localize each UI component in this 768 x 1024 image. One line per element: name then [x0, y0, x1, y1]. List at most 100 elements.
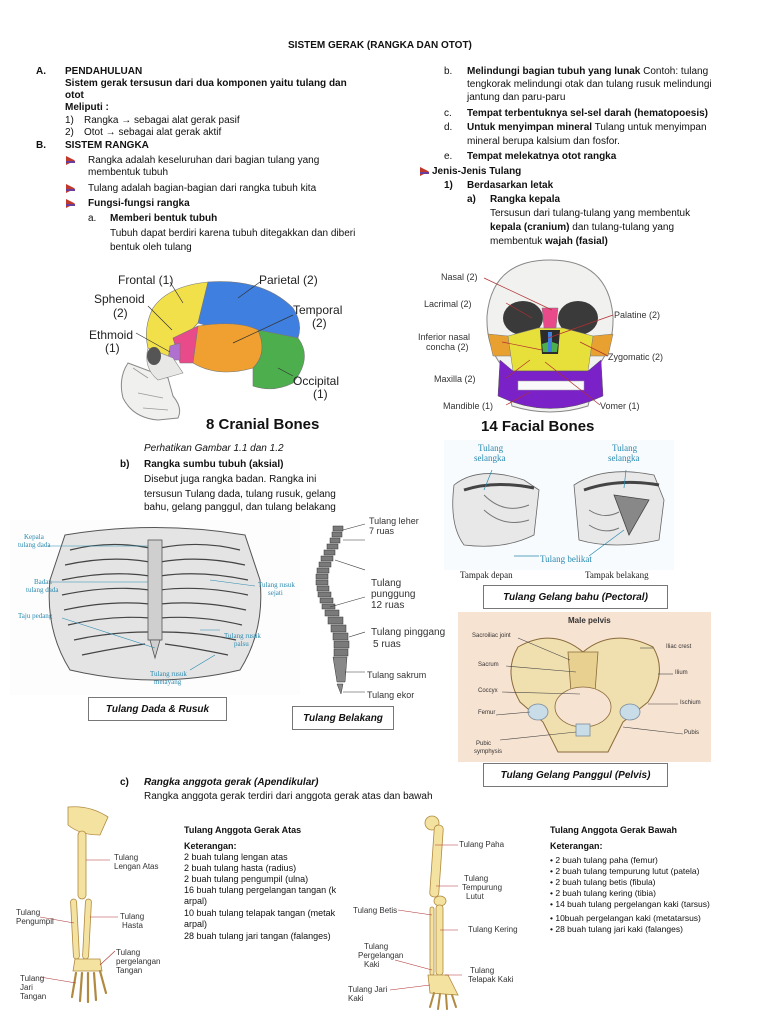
leg-item4: • 2 buah tulang kering (tibia) — [550, 888, 656, 898]
section-a-item1-num: 1) — [65, 115, 74, 126]
jenis-heading: Jenis-Jenis Tulang — [432, 166, 522, 177]
facial-leader-lines — [483, 277, 614, 406]
label-inferior-nasal: Inferior nasal — [418, 332, 471, 342]
label-zygomatic: Zygomatic (2) — [608, 352, 664, 362]
label-kepala-tulang-dada: Kepala — [24, 533, 44, 541]
leg-item2: • 2 buah tulang tempurung lutut (patela) — [550, 866, 700, 876]
jenis-a-kepala: kepala (cranium) — [490, 222, 570, 233]
label-arm-pengumpil: Tulang — [16, 908, 41, 917]
ribcage-figure — [10, 520, 300, 695]
label-rusuk-palsu-2: palsu — [234, 640, 249, 648]
arrow-bullet-icon — [66, 199, 75, 208]
fungsi-a-letter: a. — [88, 213, 97, 224]
jenis-a-wajah: wajah (fasial) — [545, 236, 608, 247]
label-selangka-front-2: selangka — [474, 453, 506, 463]
label-rusuk-sejati: Tulang rusuk — [258, 581, 295, 589]
label-belikat: Tulang belikat — [540, 554, 592, 564]
section-b-bullet2: Tulang adalah bagian-bagian dari rangka … — [88, 183, 317, 194]
label-leg-tempurung-3: Lutut — [466, 892, 484, 901]
pelvis-figure — [495, 637, 684, 753]
label-arm-hasta: Tulang — [120, 912, 145, 921]
spine-figure — [315, 523, 365, 695]
label-rusuk-sejati-2: sejati — [268, 589, 283, 597]
label-arm-pergelangan-2: pergelangan — [116, 957, 161, 966]
fungsi-b-title: Melindungi bagian tubuh yang lunak — [467, 66, 641, 77]
label-ethmoid-count: (1) — [105, 341, 120, 355]
label-tampak-depan: Tampak depan — [460, 570, 513, 580]
label-sphenoid-count: (2) — [113, 306, 128, 320]
label-leg-telapak-2: Telapak Kaki — [468, 975, 514, 984]
label-tulang-sakrum: Tulang sakrum — [367, 670, 427, 680]
label-leg-pergelangan-2: Pergelangan — [358, 951, 404, 960]
leg-item6: • 10buah pergelangan kaki (metatarsus) — [550, 913, 701, 923]
label-tulang-punggung-2: punggung — [371, 589, 416, 600]
label-leg-tempurung: Tulang — [464, 874, 489, 883]
fungsi-b-tail: Contoh: tulang — [640, 66, 709, 77]
label-sacroiliac: Sacroiliac joint — [472, 633, 511, 639]
arm-item6: 28 buah tulang jari tangan (falanges) — [184, 931, 331, 941]
pelvis-caption: Tulang Gelang Panggul (Pelvis) — [483, 763, 668, 787]
section-b-letter: B. — [36, 140, 46, 151]
label-ethmoid: Ethmoid — [89, 328, 134, 342]
label-badan-tulang-dada: Badan — [34, 578, 52, 586]
label-leg-jari: Tulang Jari — [348, 985, 388, 994]
spine-caption: Tulang Belakang — [292, 706, 394, 730]
label-arm-jari-3: Tangan — [20, 992, 47, 1001]
label-symphysis: symphysis — [474, 749, 503, 755]
label-temporal: Temporal — [293, 303, 343, 317]
shoulder-figure — [444, 440, 674, 570]
label-rusuk-palsu: Tulang rusuk — [224, 632, 261, 640]
label-leg-pergelangan: Tulang — [364, 942, 389, 951]
label-arm-lengan-2: Lengan Atas — [114, 862, 159, 871]
label-selangka-back-2: selangka — [608, 453, 640, 463]
label-tulang-ekor: Tulang ekor — [367, 690, 415, 700]
label-frontal: Frontal (1) — [118, 273, 174, 287]
label-sphenoid: Sphenoid — [94, 292, 145, 306]
jenis-a-line2: kepala (cranium) dan tulang-tulang yang — [490, 222, 674, 234]
label-coccyx: Coccyx — [478, 688, 498, 694]
arrow-bullet-icon — [66, 156, 75, 165]
fungsi-d-line1: Untuk menyimpan mineral Tulang untuk men… — [467, 122, 707, 134]
fungsi-a-title: Memberi bentuk tubuh — [110, 213, 218, 224]
aksial-letter: b) — [120, 459, 130, 470]
label-leg-pergelangan-3: Kaki — [364, 960, 380, 969]
leg-leader-lines — [389, 844, 462, 991]
label-iliac-crest: Iliac crest — [666, 644, 692, 650]
label-arm-pergelangan-3: Tangan — [116, 966, 143, 975]
label-selangka-back: Tulang — [612, 443, 638, 453]
ribs-caption: Tulang Dada & Rusuk — [88, 697, 227, 721]
fungsi-d-title: Untuk menyimpan mineral — [467, 122, 593, 133]
section-a-item1: Rangka → sebagai alat gerak pasif — [84, 115, 240, 126]
label-tulang-leher: Tulang leher — [369, 516, 419, 526]
facial-caption: 14 Facial Bones — [481, 418, 595, 435]
label-nasal: Nasal (2) — [441, 272, 478, 282]
apendikular-line1: Rangka anggota gerak terdiri dari anggot… — [144, 791, 433, 802]
label-tulang-pinggang: Tulang pinggang — [371, 627, 446, 638]
label-pubis: Pubis — [684, 730, 700, 736]
leg-item3: • 2 buah tulang betis (fibula) — [550, 877, 656, 887]
section-a-letter: A. — [36, 66, 46, 77]
label-palatine: Palatine (2) — [614, 310, 661, 320]
label-tampak-belakang: Tampak belakang — [585, 570, 649, 580]
label-concha: concha (2) — [426, 342, 469, 352]
label-leg-jari-2: Kaki — [348, 994, 364, 1003]
section-b-bullet1-line1: Rangka adalah keseluruhan dari bagian tu… — [88, 155, 320, 166]
arm-item2: 2 buah tulang hasta (radius) — [184, 863, 297, 873]
fungsi-b-line1: Melindungi bagian tubuh yang lunak Conto… — [467, 66, 708, 78]
fungsi-d-line2: mineral berupa kalsium dan fosfor. — [467, 136, 620, 147]
page-title: SISTEM GERAK (RANGKA DAN OTOT) — [288, 40, 472, 51]
label-leg-tempurung-2: Tempurung — [462, 883, 503, 892]
arrow-bullet-icon — [420, 167, 429, 176]
apendikular-letter: c) — [120, 777, 129, 788]
label-arm-pengumpil-2: Pengumpil — [16, 917, 54, 926]
label-sacrum: Sacrum — [478, 662, 499, 668]
shoulder-caption: Tulang Gelang bahu (Pectoral) — [483, 585, 668, 609]
label-male-pelvis: Male pelvis — [568, 616, 611, 625]
label-tulang-punggung: Tulang — [371, 578, 402, 589]
label-occipital: Occipital — [293, 374, 340, 388]
label-ilium: Ilium — [675, 670, 688, 676]
label-pubic: Pubic — [476, 741, 492, 747]
label-leg-paha: Tulang Paha — [459, 840, 505, 849]
label-taju-pedang: Taju pedang — [18, 612, 53, 620]
label-leg-kering: Tulang Kering — [468, 925, 518, 934]
